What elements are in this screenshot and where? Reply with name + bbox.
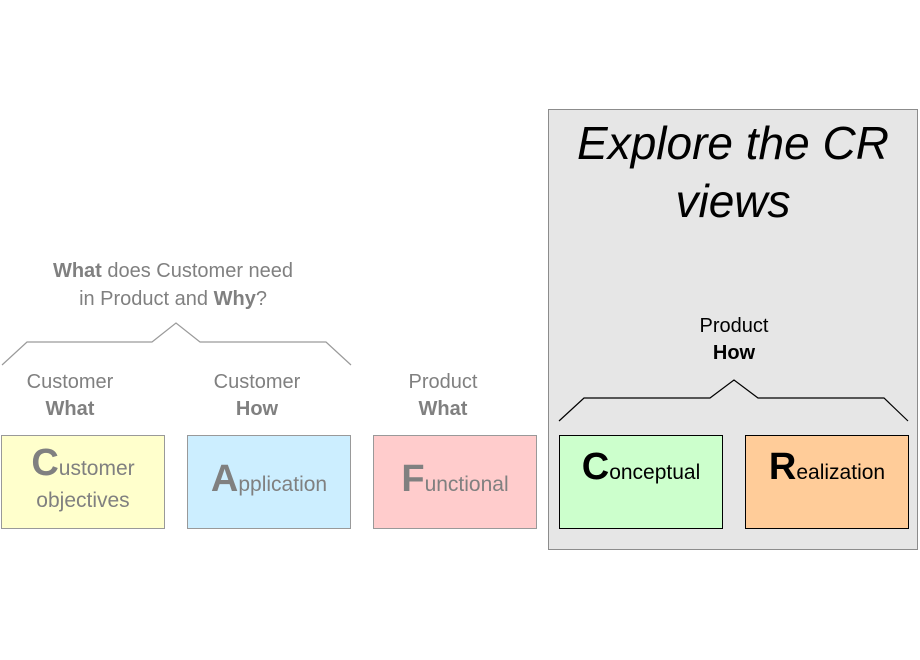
- box-application: Application: [187, 435, 351, 529]
- question-part-3: in Product and: [79, 288, 214, 310]
- label-top: Customer: [213, 371, 301, 393]
- box-initial: C: [31, 442, 59, 484]
- customer-bracket: [1, 322, 352, 366]
- label-bottom: What: [45, 398, 95, 420]
- box-initial: A: [210, 458, 239, 500]
- label-top: Product: [699, 315, 769, 337]
- customer-question: What does Customer need in Product and W…: [0, 257, 346, 313]
- box-customer-objectives: Customer objectives: [1, 435, 165, 529]
- box-initial: C: [581, 446, 610, 488]
- box-line2: objectives: [36, 489, 130, 512]
- label-bottom: What: [418, 398, 468, 420]
- box-conceptual: Conceptual: [559, 435, 723, 529]
- label-customer-how: Customer How: [175, 369, 339, 423]
- box-rest: ustomer: [58, 457, 135, 480]
- box-text: Realization: [769, 448, 886, 489]
- product-how-bracket: [558, 379, 909, 422]
- box-rest: unctional: [424, 473, 509, 496]
- label-product-what: Product What: [361, 369, 525, 423]
- label-bottom: How: [712, 342, 756, 364]
- label-top: Customer: [26, 371, 114, 393]
- box-text: Customer objectives: [31, 444, 135, 517]
- label-bottom: How: [235, 398, 279, 420]
- box-text: Conceptual: [582, 448, 701, 489]
- box-text: Functional: [401, 460, 509, 501]
- box-initial: R: [768, 446, 797, 488]
- box-realization: Realization: [745, 435, 909, 529]
- box-rest: ealization: [796, 461, 886, 484]
- question-part-2: does Customer need: [101, 260, 294, 282]
- question-mark: ?: [255, 288, 267, 310]
- question-what: What: [52, 260, 102, 282]
- box-initial: F: [401, 458, 425, 500]
- box-text: Application: [211, 460, 328, 501]
- box-functional: Functional: [373, 435, 537, 529]
- question-why: Why: [213, 288, 256, 310]
- panel-title: Explore the CR views: [577, 117, 889, 227]
- box-rest: onceptual: [609, 461, 701, 484]
- label-top: Product: [408, 371, 478, 393]
- label-product-how: Product How: [652, 313, 816, 367]
- box-rest: pplication: [238, 473, 328, 496]
- label-customer-what: Customer What: [0, 369, 152, 423]
